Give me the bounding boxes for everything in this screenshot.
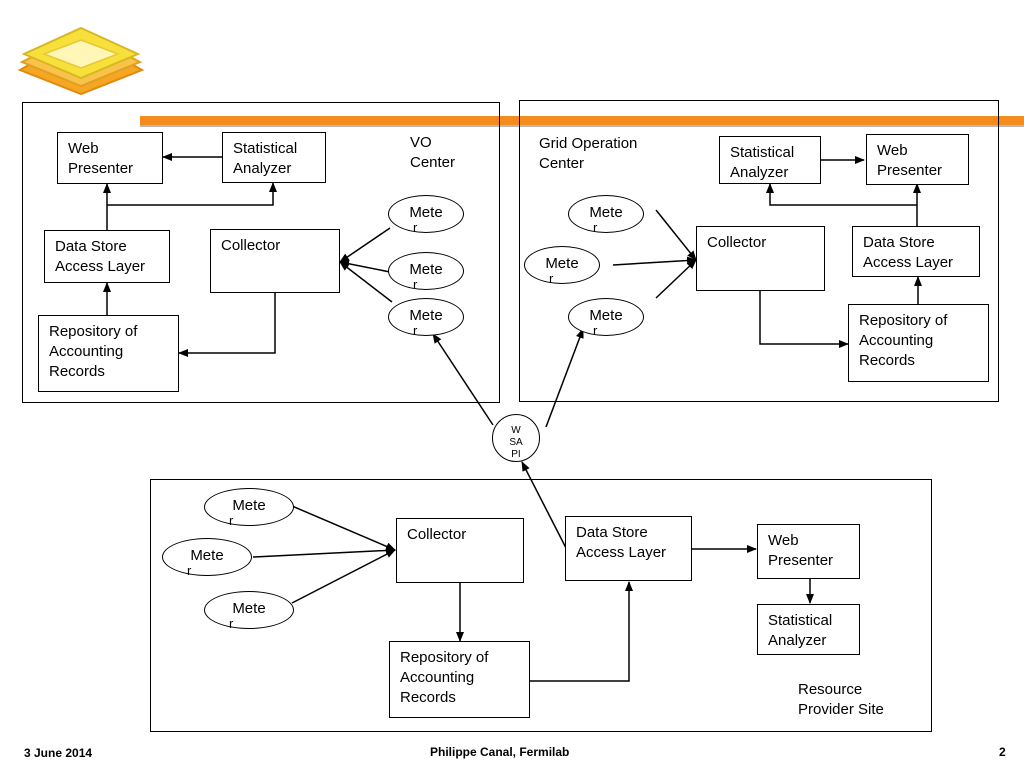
site-data-store-access-layer: Data Store Access Layer <box>565 516 692 581</box>
meter-label-suffix: r <box>593 323 598 338</box>
vo-collector: Collector <box>210 229 340 293</box>
vo-center-title: VO Center <box>410 134 456 171</box>
vo-repository: Repository of Accounting Records <box>38 315 179 392</box>
meter-label: Mete <box>232 497 266 514</box>
site-web-presenter: Web Presenter <box>757 524 860 579</box>
footer-author: Philippe Canal, Fermilab <box>430 745 570 759</box>
vo-meter-1: Mete r <box>388 195 464 235</box>
grid-center-title: Grid Operation Center <box>539 135 638 172</box>
meter-label: Mete <box>190 547 224 564</box>
meter-label: Mete <box>409 204 443 221</box>
site-meter-1: Mete r <box>204 488 294 528</box>
site-statistical-analyzer: Statistical Analyzer <box>757 604 860 655</box>
vo-statistical-analyzer: Statistical Analyzer <box>222 132 326 183</box>
meter-label-suffix: r <box>187 563 192 578</box>
site-collector: Collector <box>396 518 524 583</box>
grid-collector: Collector <box>696 226 825 291</box>
vo-meter-3: Mete r <box>388 298 464 338</box>
page-number: 2 <box>999 745 1006 759</box>
wsapi-node: W SA PI <box>492 414 540 462</box>
meter-label-suffix: r <box>593 220 598 235</box>
grid-statistical-analyzer: Statistical Analyzer <box>719 136 821 184</box>
meter-label-suffix: r <box>413 277 418 292</box>
meter-label: Mete <box>589 307 623 324</box>
header-banner <box>140 116 1024 127</box>
site-meter-2: Mete r <box>162 538 252 578</box>
grid-meter-1: Mete r <box>568 195 644 235</box>
footer-date: 3 June 2014 <box>24 746 93 760</box>
grid-center-region <box>519 100 999 402</box>
meter-label: Mete <box>232 600 266 617</box>
meter-label: Mete <box>409 307 443 324</box>
grid-data-store-access-layer: Data Store Access Layer <box>852 226 980 277</box>
site-repository: Repository of Accounting Records <box>389 641 530 718</box>
resource-site-region <box>150 479 932 732</box>
vo-center-region <box>22 102 500 403</box>
vo-web-presenter: Web Presenter <box>57 132 163 184</box>
meter-label-suffix: r <box>413 323 418 338</box>
grid-meter-2: Mete r <box>524 246 600 286</box>
vo-data-store-access-layer: Data Store Access Layer <box>44 230 170 283</box>
meter-label: Mete <box>589 204 623 221</box>
meter-label-suffix: r <box>229 616 234 631</box>
meter-label-suffix: r <box>413 220 418 235</box>
meter-label: Mete <box>545 255 579 272</box>
logo-icon <box>17 26 145 96</box>
site-meter-3: Mete r <box>204 591 294 631</box>
vo-meter-2: Mete r <box>388 252 464 292</box>
resource-site-title: Resource Provider Site <box>798 681 884 718</box>
grid-web-presenter: Web Presenter <box>866 134 969 185</box>
meter-label: Mete <box>409 261 443 278</box>
grid-meter-3: Mete r <box>568 298 644 338</box>
grid-repository: Repository of Accounting Records <box>848 304 989 382</box>
meter-label-suffix: r <box>229 513 234 528</box>
meter-label-suffix: r <box>549 271 554 286</box>
